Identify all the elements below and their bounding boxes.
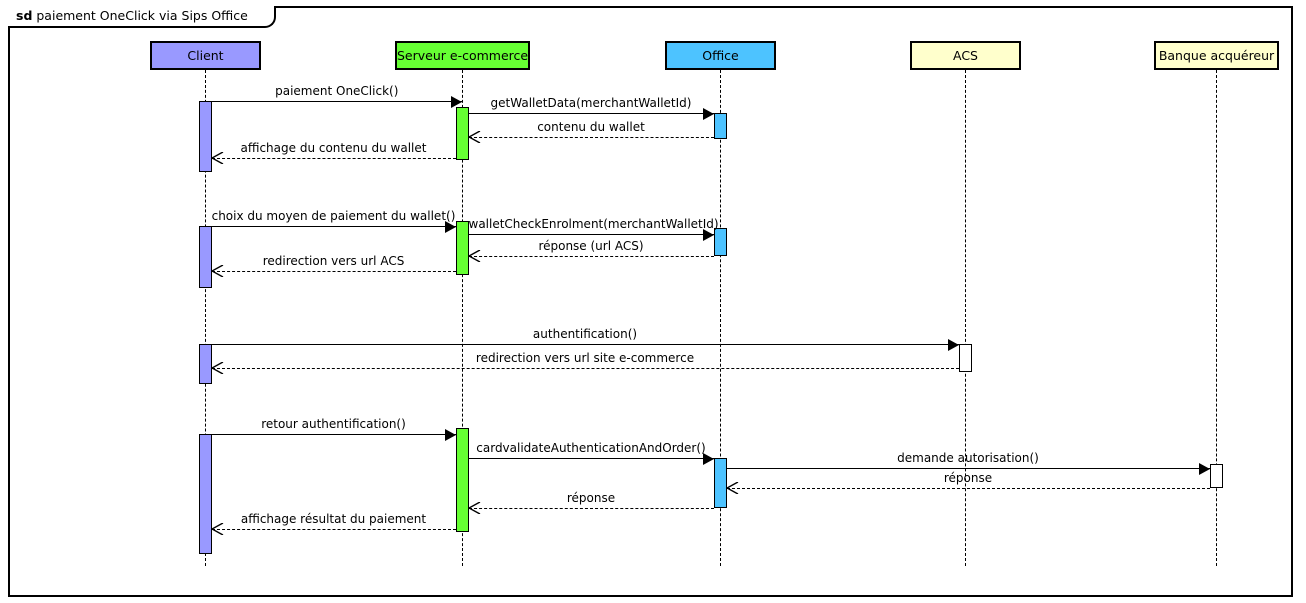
lifeline-banque [1216, 70, 1217, 566]
activation-bar-client [199, 101, 212, 172]
sd-frame [8, 6, 1293, 597]
arrowhead-open-icon [726, 482, 739, 494]
message-label-m1: paiement OneClick() [275, 84, 399, 98]
message-label-m11: retour authentification() [261, 417, 406, 431]
message-line-m2 [468, 113, 714, 114]
message-line-m8 [211, 271, 456, 272]
message-label-m16: affichage résultat du paiement [240, 512, 427, 526]
message-line-m7 [468, 256, 714, 257]
lifeline-head-serveur[interactable]: Serveur e-commerce [395, 41, 530, 70]
arrowhead-solid-icon [702, 452, 714, 465]
frame-title: paiement OneClick via Sips Office [36, 8, 248, 23]
activation-bar-office [714, 458, 727, 508]
arrowhead-solid-icon [702, 107, 714, 120]
lifeline-head-label: ACS [953, 48, 978, 63]
message-line-m16 [211, 529, 456, 530]
message-line-m12 [468, 458, 714, 459]
lifeline-client [205, 70, 206, 566]
activation-bar-banque [1210, 464, 1223, 488]
message-label-m3: contenu du wallet [537, 120, 645, 134]
activation-bar-acs [959, 344, 972, 372]
activation-bar-serveur [456, 428, 469, 532]
lifeline-acs [965, 70, 966, 566]
message-line-m14 [726, 488, 1210, 489]
message-label-m15: réponse [566, 491, 616, 505]
arrowhead-open-icon [468, 131, 481, 143]
activation-bar-client [199, 434, 212, 554]
message-label-m14: réponse [943, 471, 993, 485]
message-line-m4 [211, 158, 456, 159]
arrowhead-solid-icon [444, 220, 456, 233]
arrowhead-solid-icon [947, 338, 959, 351]
message-line-m15 [468, 508, 714, 509]
arrowhead-open-icon [468, 502, 481, 514]
activation-bar-office [714, 228, 727, 256]
lifeline-head-label: Banque acquéreur [1158, 48, 1275, 63]
arrowhead-open-icon [211, 152, 224, 164]
activation-bar-client [199, 344, 212, 384]
arrowhead-open-icon [211, 265, 224, 277]
activation-bar-serveur [456, 221, 469, 275]
lifeline-office [720, 70, 721, 566]
message-label-m12: cardvalidateAuthenticationAndOrder() [476, 441, 706, 455]
arrowhead-solid-icon [451, 95, 462, 108]
activation-bar-office [714, 113, 727, 139]
arrowhead-open-icon [211, 362, 224, 374]
message-label-m8: redirection vers url ACS [262, 254, 405, 268]
arrowhead-open-icon [211, 523, 224, 535]
message-line-m6 [468, 234, 714, 235]
lifeline-head-office[interactable]: Office [665, 41, 776, 70]
lifeline-head-label: Office [702, 48, 739, 63]
frame-keyword: sd [16, 8, 33, 23]
message-line-m13 [726, 468, 1210, 469]
message-line-m5 [211, 226, 456, 227]
lifeline-head-label: Serveur e-commerce [397, 48, 529, 63]
lifeline-head-client[interactable]: Client [150, 41, 261, 70]
message-label-m5: choix du moyen de paiement du wallet() [211, 209, 456, 223]
message-label-m7: réponse (url ACS) [538, 239, 644, 253]
arrowhead-solid-icon [702, 228, 714, 241]
activation-bar-client [199, 226, 212, 288]
lifeline-serveur [462, 70, 463, 566]
message-label-m10: redirection vers url site e-commerce [475, 351, 695, 365]
arrowhead-open-icon [468, 250, 481, 262]
lifeline-head-banque[interactable]: Banque acquéreur [1154, 41, 1279, 70]
message-line-m9 [211, 344, 959, 345]
activation-bar-serveur [456, 107, 469, 160]
message-label-m9: authentification() [532, 327, 638, 341]
arrowhead-solid-icon [1198, 462, 1210, 475]
arrowhead-solid-icon [444, 428, 456, 441]
lifeline-head-label: Client [187, 48, 224, 63]
lifeline-head-acs[interactable]: ACS [910, 41, 1021, 70]
message-line-m3 [468, 137, 714, 138]
message-line-m10 [211, 368, 959, 369]
message-label-m13: demande autorisation() [897, 451, 1039, 465]
message-line-m1 [211, 101, 462, 102]
frame-title-tab: sd paiement OneClick via Sips Office [8, 6, 276, 28]
message-label-m4: affichage du contenu du wallet [240, 141, 427, 155]
message-label-m2: getWalletData(merchantWalletId) [490, 96, 692, 110]
message-label-m6: walletCheckEnrolment(merchantWalletId) [468, 217, 719, 231]
message-line-m11 [211, 434, 456, 435]
